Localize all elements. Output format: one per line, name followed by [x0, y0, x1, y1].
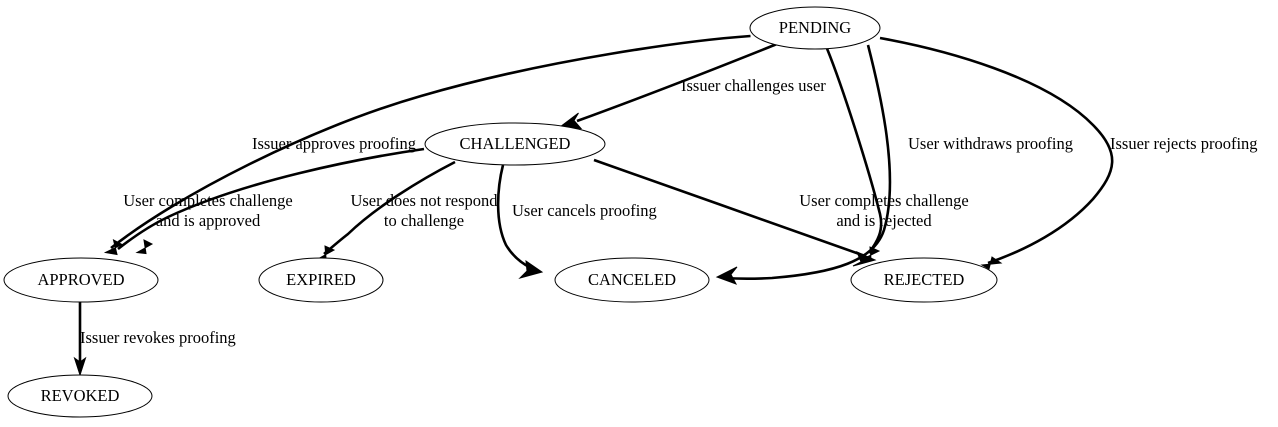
arrowhead-icon — [852, 251, 877, 267]
edge-labels-layer: Issuer approves proofing Issuer challenge… — [80, 76, 1258, 347]
edge-pending-canceled — [715, 44, 892, 285]
node-ellipse-expired — [258, 257, 384, 303]
edge-line-pending-challenged — [576, 42, 778, 123]
state-node-expired[interactable]: EXPIRED — [258, 257, 384, 303]
edge-pending-challenged — [558, 42, 778, 130]
node-ellipse-approved — [3, 257, 159, 303]
edge-label-pending-challenged: Issuer challenges user — [681, 76, 826, 95]
state-node-canceled[interactable]: CANCELED — [554, 257, 710, 303]
node-ellipse-pending — [749, 6, 881, 50]
edge-line-challenged-rejected — [593, 158, 866, 258]
edge-approved-revoked — [73, 302, 87, 377]
edge-line-pending-approved — [110, 34, 751, 250]
edge-pending-approved — [103, 34, 751, 256]
edge-line-pending-rejected-withdraw — [825, 48, 883, 254]
node-ellipse-rejected — [850, 257, 998, 303]
edges-layer — [73, 34, 1114, 377]
edge-label-challenged-expired: User does not respond — [350, 191, 498, 210]
arrowhead-icon — [715, 266, 738, 285]
edge-line-pending-canceled — [724, 44, 892, 281]
arrowhead-icon — [135, 239, 154, 255]
arrowhead-icon — [980, 256, 1003, 270]
arrowhead-icon — [73, 356, 87, 377]
state-node-pending[interactable]: PENDING — [749, 6, 881, 50]
edge-label-pending-approved: Issuer approves proofing — [252, 134, 416, 153]
edge-label-challenged-canceled: User cancels proofing — [512, 201, 657, 220]
edge-line-pending-rejected-reject — [879, 36, 1114, 265]
state-node-approved[interactable]: APPROVED — [3, 257, 159, 303]
edge-line-challenged-canceled — [496, 164, 532, 270]
edge-challenged-rejected — [593, 158, 877, 267]
node-ellipse-canceled — [554, 257, 710, 303]
node-ellipse-challenged — [424, 122, 606, 166]
edge-label-pending-rejected-withdraw: User withdraws proofing — [908, 134, 1073, 153]
edge-label-challenged-approved: User completes challenge — [123, 191, 293, 210]
edge-line-challenged-approved — [117, 147, 425, 251]
edge-pending-rejected-reject — [879, 36, 1114, 270]
arrowhead-icon — [518, 259, 544, 279]
edge-label-approved-revoked: Issuer revokes proofing — [80, 328, 236, 347]
edge-line-challenged-expired — [323, 160, 456, 255]
edge-label-challenged-expired: to challenge — [384, 211, 464, 230]
node-ellipse-revoked — [7, 374, 153, 418]
edge-label-pending-rejected-reject: Issuer rejects proofing — [1110, 134, 1258, 153]
edge-label-challenged-rejected: User completes challenge — [799, 191, 969, 210]
edge-label-challenged-approved: and is approved — [156, 211, 261, 230]
edge-challenged-canceled — [496, 164, 544, 279]
state-node-revoked[interactable]: REVOKED — [7, 374, 153, 418]
arrowhead-icon — [103, 239, 124, 256]
edge-label-challenged-rejected: and is rejected — [836, 211, 932, 230]
state-node-challenged[interactable]: CHALLENGED — [424, 122, 606, 166]
edge-challenged-approved — [117, 147, 425, 255]
state-node-rejected[interactable]: REJECTED — [850, 257, 998, 303]
